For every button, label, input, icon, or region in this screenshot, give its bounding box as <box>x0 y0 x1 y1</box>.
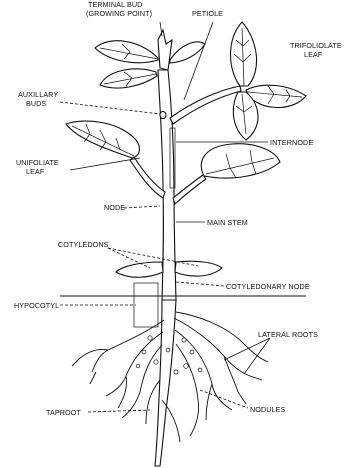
bud-leaf-right <box>170 42 205 63</box>
left-branch <box>130 157 165 198</box>
label-growing-point: (GROWING POINT) <box>86 9 152 18</box>
label-terminal-bud: TERMINAL BUD <box>88 0 142 9</box>
label-hypocotyl: HYPOCOTYL <box>14 301 59 310</box>
label-unifoliate-leaf: LEAF <box>26 167 45 176</box>
label-cotyledonary-node: COTYLEDONARY NODE <box>226 282 310 291</box>
terminal-bud <box>158 30 172 70</box>
label-node: NODE <box>104 203 125 212</box>
label-petiole: PETIOLE <box>192 9 223 18</box>
label-internode: INTERNODE <box>270 138 313 147</box>
auxillary-bud <box>160 111 166 118</box>
right-branch <box>173 175 206 204</box>
unifoliate-leaf-left <box>66 121 139 158</box>
label-taproot: TAPROOT <box>46 408 81 417</box>
label-main-stem: MAIN STEM <box>207 218 248 227</box>
label-unifoliate: UNIFOLIATE <box>16 158 59 167</box>
label-auxillary: AUXILLARY <box>18 90 58 99</box>
cotyledon-left <box>116 262 163 277</box>
label-trifoliolate: TRIFOLIOLATE <box>290 41 342 50</box>
bud-leaf-left <box>95 41 158 63</box>
label-trifoliolate-leaf: LEAF <box>304 50 323 59</box>
label-nodules: NODULES <box>250 405 286 414</box>
hypocotyl-marker <box>134 283 158 327</box>
cotyledon-right <box>175 261 222 276</box>
label-cotyledons: COTYLEDONS <box>58 240 109 249</box>
unifoliate-leaf-right <box>201 144 280 178</box>
label-buds: BUDS <box>26 99 46 108</box>
bud-leaf-left-2 <box>100 69 157 88</box>
label-lateral-roots: LATERAL ROOTS <box>258 330 318 339</box>
upper-branch <box>170 86 241 124</box>
